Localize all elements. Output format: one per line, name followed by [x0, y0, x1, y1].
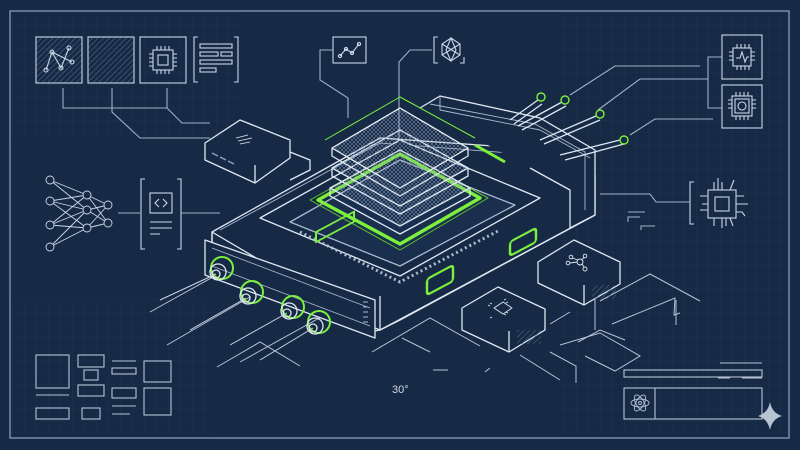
front-ports	[209, 256, 331, 335]
angle-label: 30°	[392, 384, 409, 396]
chip-circle-icon	[721, 84, 763, 129]
node-graph-module	[537, 239, 621, 306]
text-lines-icon	[193, 36, 239, 83]
chip-module	[461, 286, 546, 353]
frame-border	[9, 10, 790, 439]
neural-network-icon	[45, 175, 113, 252]
neural-sphere-icon	[433, 36, 465, 64]
rear-pins	[509, 99, 625, 161]
layout-wireframe-icons	[35, 354, 172, 420]
info-panel	[623, 362, 763, 420]
heatsink-module	[204, 119, 311, 184]
atom-icon	[630, 394, 650, 412]
graph-network-icon	[35, 36, 83, 84]
stacked-layers	[324, 96, 476, 235]
cpu-chip-icon	[139, 36, 187, 84]
hatched-panel-icon	[87, 36, 135, 84]
sparkle-icon	[758, 402, 782, 430]
central-device	[159, 92, 629, 361]
code-document-icon	[140, 178, 182, 250]
cpu-circuit-icon	[689, 178, 748, 228]
